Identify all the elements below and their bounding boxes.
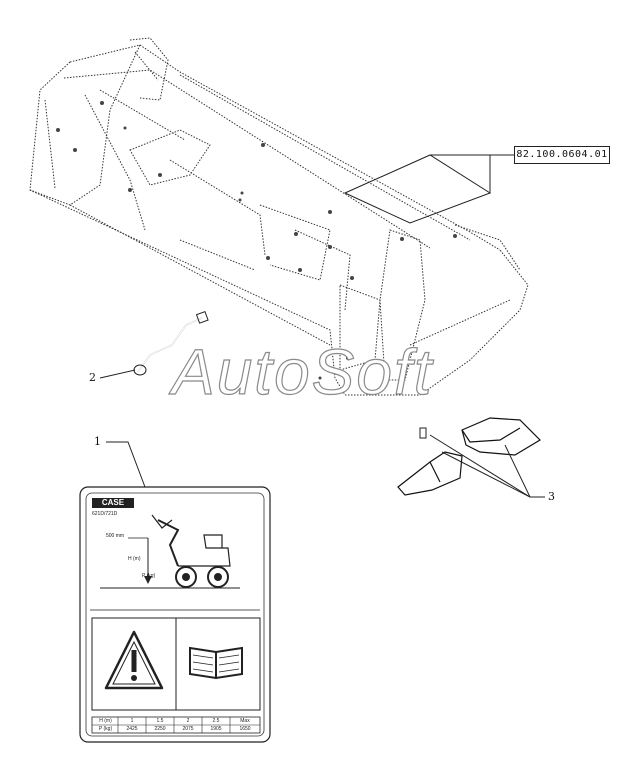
hydraulic-tube-part-2 xyxy=(99,310,209,379)
table-header-cell: 1.5 xyxy=(156,718,164,724)
table-row-cell: 2250 xyxy=(154,726,166,732)
bucket-teeth-part-3 xyxy=(397,417,545,498)
table-header-cell: H (m) xyxy=(99,718,112,724)
table-row-cell: 2425 xyxy=(126,726,138,732)
decal-load-label: P (kg) xyxy=(142,573,156,579)
loader-silhouette xyxy=(100,514,240,589)
table-row-cell: 1905 xyxy=(210,726,222,732)
decal-offset-label: 500 mm xyxy=(106,533,125,539)
table-row-cell: P (kg) xyxy=(98,726,113,732)
table-header-cell: 2 xyxy=(186,718,190,724)
operator-manual-book-icon xyxy=(189,646,243,680)
decal-subtitle: 621D/721D xyxy=(92,511,118,517)
callout-number-2[interactable]: 2 xyxy=(89,371,96,384)
table-row-cell: 1650 xyxy=(239,726,251,732)
callout-number-1[interactable]: 1 xyxy=(94,435,101,448)
table-header-cell: 1 xyxy=(130,718,134,724)
table-header-cell: 2.5 xyxy=(212,718,220,724)
table-row-cell: 2075 xyxy=(182,726,194,732)
reference-code-box[interactable]: 82.100.0604.01 xyxy=(514,146,610,164)
warning-triangle-icon xyxy=(104,630,164,690)
decal-brand: CASE xyxy=(101,498,125,507)
table-header-cell: Max xyxy=(240,718,250,724)
decal-part-1 xyxy=(79,486,271,743)
decal-height-label: H (m) xyxy=(128,556,141,562)
load-table-grid xyxy=(91,716,261,734)
loader-bucket xyxy=(29,37,529,396)
callout-number-3[interactable]: 3 xyxy=(548,490,555,503)
callout-1-leader xyxy=(106,441,146,488)
reference-leader xyxy=(343,154,514,224)
